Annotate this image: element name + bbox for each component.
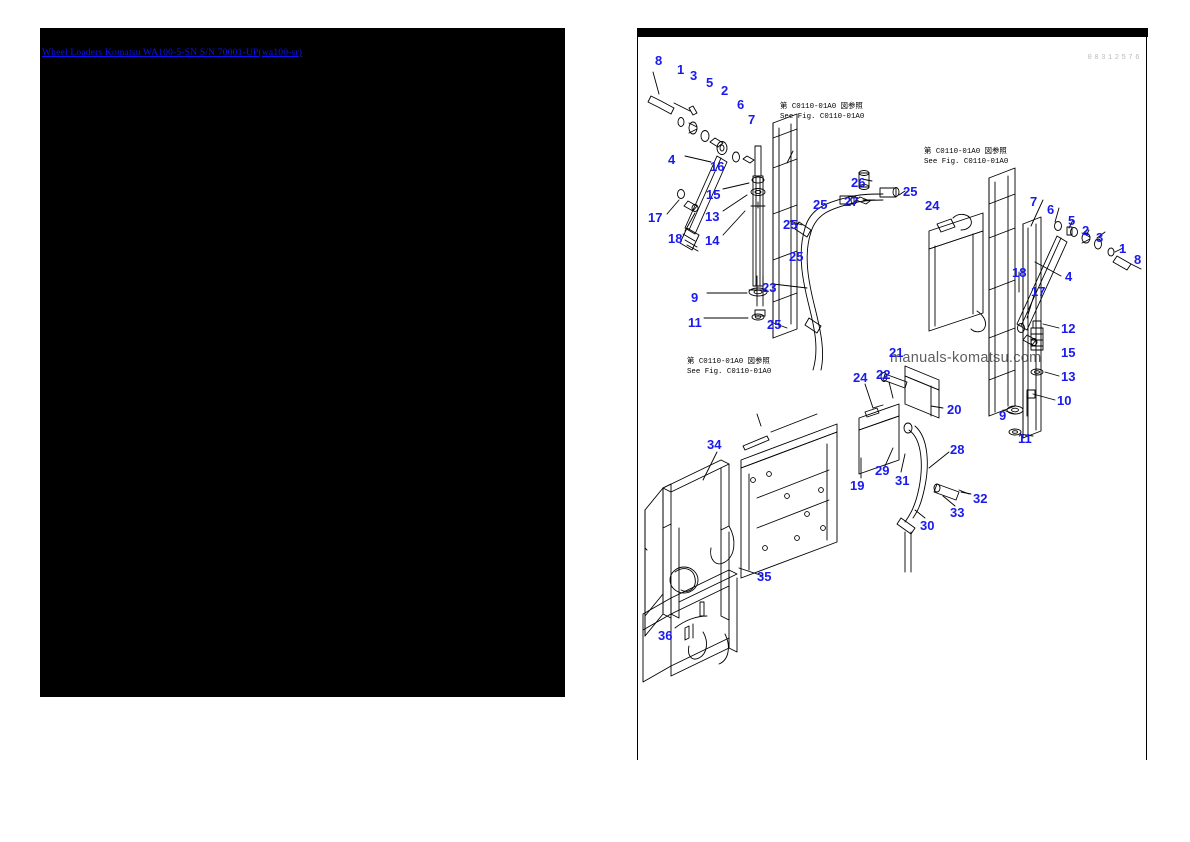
- callout-number-34: 34: [707, 437, 722, 452]
- reference-note-jp: 第 C0110-01A0 図参照: [687, 358, 770, 366]
- callout-number-16: 16: [710, 159, 725, 174]
- callout-number-25: 25: [783, 217, 798, 232]
- callout-number-30: 30: [920, 518, 935, 533]
- callout-number-2: 2: [1082, 223, 1090, 238]
- callout-number-14: 14: [705, 233, 720, 248]
- callout-number-18: 18: [668, 231, 683, 246]
- callout-number-7: 7: [748, 112, 756, 127]
- callout-number-8: 8: [1134, 252, 1142, 267]
- callout-number-3: 3: [1096, 230, 1104, 245]
- panel-left-border: [637, 28, 639, 760]
- callout-number-28: 28: [950, 442, 965, 457]
- callout-number-10: 10: [1057, 393, 1072, 408]
- callout-number-13: 13: [705, 209, 720, 224]
- part-number-code: 00312576: [1087, 54, 1142, 62]
- callout-number-25: 25: [813, 197, 828, 212]
- callout-number-15: 15: [706, 187, 721, 202]
- callout-number-5: 5: [1068, 213, 1076, 228]
- site-watermark: manuals-komatsu.com: [890, 350, 1042, 366]
- callout-number-8: 8: [655, 53, 663, 68]
- panel-right-border: [1146, 28, 1148, 760]
- reference-note-jp: 第 C0110-01A0 図参照: [924, 148, 1007, 156]
- callout-number-9: 9: [691, 290, 699, 305]
- document-preview-panel: [40, 28, 565, 697]
- reference-note-en: See Fig. C0110-01A0: [780, 112, 865, 121]
- callout-number-9: 9: [999, 408, 1007, 423]
- callout-number-25: 25: [789, 249, 804, 264]
- callout-number-23: 23: [762, 280, 777, 295]
- callout-number-6: 6: [1047, 202, 1055, 217]
- reference-note-upper-right: 第 C0110-01A0 図参照 See Fig. C0110-01A0: [924, 148, 1008, 168]
- parts-diagram-panel: 00312576: [637, 28, 1148, 760]
- callout-number-6: 6: [737, 97, 745, 112]
- callout-number-4: 4: [668, 152, 676, 167]
- callout-number-11: 11: [688, 315, 702, 330]
- callout-number-3: 3: [690, 68, 698, 83]
- callout-number-12: 12: [1061, 321, 1076, 336]
- reference-note-jp: 第 C0110-01A0 図参照: [780, 103, 863, 111]
- callout-number-18: 18: [1012, 265, 1027, 280]
- reference-note-en: See Fig. C0110-01A0: [924, 157, 1009, 166]
- parts-diagram-illustration: [642, 71, 1142, 683]
- callout-number-2: 2: [721, 83, 729, 98]
- callout-number-1: 1: [677, 62, 685, 77]
- callout-number-27: 27: [844, 194, 859, 209]
- callout-number-4: 4: [1065, 269, 1073, 284]
- callout-number-36: 36: [658, 628, 673, 643]
- callout-number-24: 24: [853, 370, 868, 385]
- panel-top-bar: [637, 28, 1148, 37]
- callout-number-25: 25: [903, 184, 918, 199]
- callout-number-32: 32: [973, 491, 988, 506]
- callout-number-35: 35: [757, 569, 772, 584]
- callout-number-29: 29: [875, 463, 890, 478]
- callout-number-21: 21: [889, 345, 904, 360]
- callout-number-20: 20: [947, 402, 962, 417]
- callout-number-1: 1: [1119, 241, 1127, 256]
- callout-number-24: 24: [925, 198, 940, 213]
- callout-number-19: 19: [850, 478, 865, 493]
- callout-number-26: 26: [851, 175, 866, 190]
- callout-number-7: 7: [1030, 194, 1038, 209]
- callout-number-13: 13: [1061, 369, 1076, 384]
- callout-number-17: 17: [648, 210, 663, 225]
- reference-note-en: See Fig. C0110-01A0: [687, 367, 772, 376]
- callout-number-11: 11: [1018, 431, 1032, 446]
- callout-number-5: 5: [706, 75, 714, 90]
- callout-number-17: 17: [1031, 284, 1046, 299]
- callout-number-31: 31: [895, 473, 910, 488]
- callout-number-22: 22: [876, 367, 891, 382]
- callout-number-33: 33: [950, 505, 965, 520]
- reference-note-upper-left: 第 C0110-01A0 図参照 See Fig. C0110-01A0: [780, 103, 864, 123]
- reference-note-lower-left: 第 C0110-01A0 図参照 See Fig. C0110-01A0: [687, 358, 771, 378]
- callout-number-25: 25: [767, 317, 782, 332]
- document-title-link[interactable]: Wheel Loaders Komatsu WA100-5-SN S/N 700…: [42, 48, 303, 58]
- callout-number-15: 15: [1061, 345, 1076, 360]
